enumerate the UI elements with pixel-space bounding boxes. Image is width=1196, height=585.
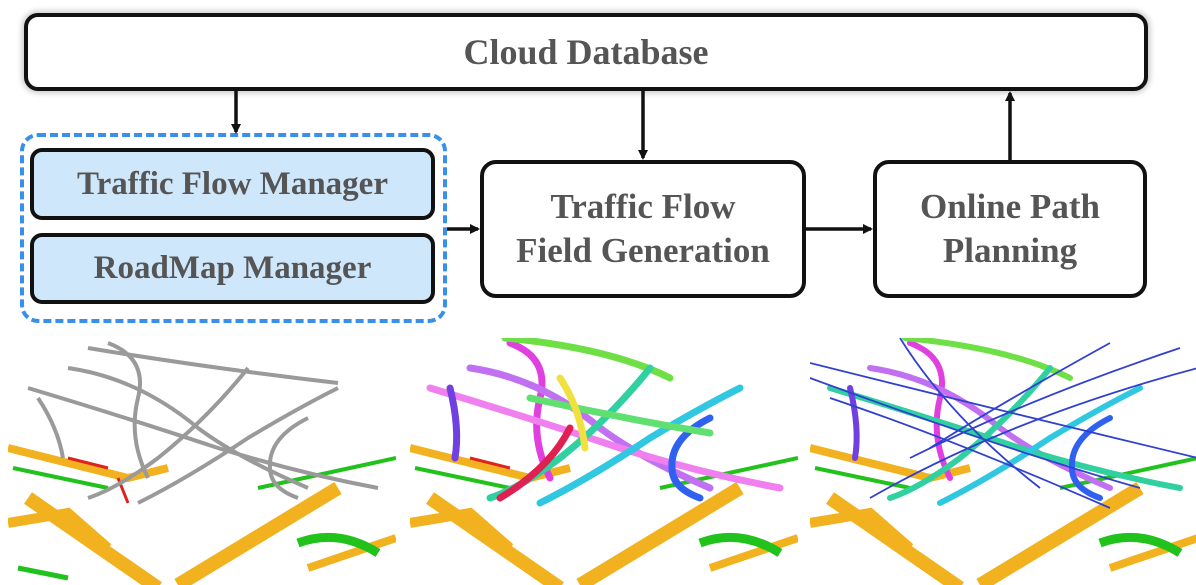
traffic-flow-field-image <box>410 338 798 585</box>
online-path-planning-box: Online Path Planning <box>873 160 1147 298</box>
planned-path-lines <box>810 338 1196 509</box>
tffg-label-line1: Traffic Flow <box>550 187 736 226</box>
traffic-flow-manager-label: Traffic Flow Manager <box>77 165 388 202</box>
manager-group <box>20 133 447 323</box>
cloud-database-box: Cloud Database <box>24 13 1148 91</box>
traffic-flow-manager-box: Traffic Flow Manager <box>30 148 435 220</box>
traffic-flow-field-generation-box: Traffic Flow Field Generation <box>480 160 806 298</box>
roadmap-manager-box: RoadMap Manager <box>30 233 435 304</box>
map-pointcloud-3 <box>810 444 1196 585</box>
tffg-label-line2: Field Generation <box>516 231 770 270</box>
flow-lanes <box>426 338 784 507</box>
roadmap-manager-label: RoadMap Manager <box>93 250 372 286</box>
opp-label-line2: Planning <box>942 231 1078 270</box>
flow-arrows <box>231 91 1015 234</box>
opp-label-line1: Online Path <box>920 187 1100 226</box>
gray-lane-curves <box>27 341 379 505</box>
roadmap-lanes-image <box>8 341 396 585</box>
planned-paths-image <box>810 338 1196 585</box>
cloud-database-label: Cloud Database <box>463 32 709 72</box>
flow-lanes-3 <box>827 338 1183 506</box>
